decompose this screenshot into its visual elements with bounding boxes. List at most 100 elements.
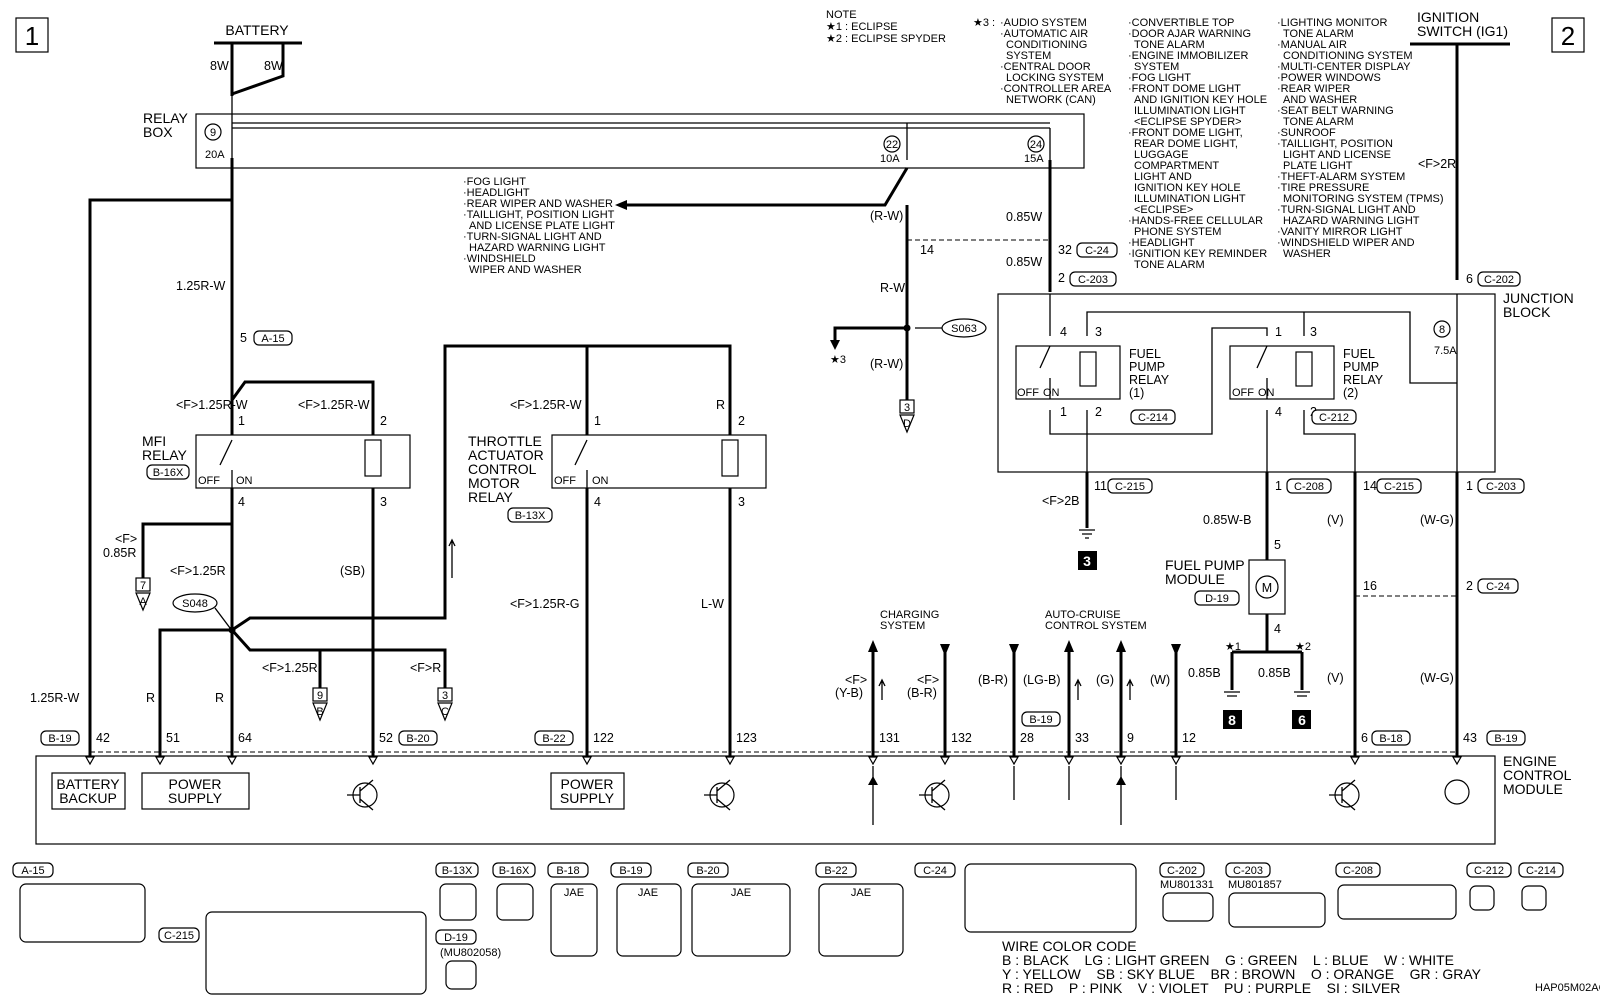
loads-list-line: ·REAR WIPER AND WASHER (463, 198, 613, 210)
ecm-pin-label: 51 (166, 731, 180, 745)
cruise-wires (1012, 648, 1178, 756)
charging-label1: CHARGING (880, 609, 939, 621)
ecm-pin-terminal (867, 756, 879, 766)
connector-tag (158, 927, 200, 943)
star3-col3-line: ·MANUAL AIR (1277, 39, 1347, 51)
c202-tag (1477, 271, 1521, 287)
transistor-leads (919, 779, 946, 811)
fp2-coil (1295, 351, 1313, 387)
d3-letter: D (903, 418, 911, 430)
loads-wire (625, 167, 909, 207)
c202-face (1162, 892, 1214, 922)
b20-face (691, 883, 791, 957)
r2-label: R (215, 691, 224, 705)
star3-col2-line: ·FOG LIGHT (1128, 72, 1191, 84)
fp1-conn-tag (1130, 409, 1176, 425)
fp2-switch (1256, 345, 1268, 399)
charging-arrow-down (940, 644, 950, 656)
battery-backup-box (51, 772, 126, 810)
b19-jae-label: JAE (638, 887, 658, 899)
star3-col3-line: WASHER (1283, 248, 1331, 260)
r1-label: R (146, 691, 155, 705)
fp-relay2 (1229, 345, 1335, 400)
s048-text: S048 (182, 598, 208, 610)
battery-wires (230, 43, 285, 96)
star3-head: ★3 : (973, 17, 995, 29)
power-supply-2a: POWER (561, 776, 614, 792)
ecm-b20: B-20 (406, 733, 429, 745)
mfi-off: OFF (198, 475, 220, 487)
c208-tag-text: C-208 (1294, 481, 1324, 493)
relay-box-label1: RELAY (143, 110, 189, 126)
tac-label4: MOTOR (468, 475, 520, 491)
b9-num: 9 (317, 690, 323, 702)
mfi-conn: B-16X (153, 467, 184, 479)
c24-tag-text: C-24 (1085, 245, 1109, 257)
fp1-coil (1079, 351, 1097, 387)
c215-tag1-text: C-215 (1115, 481, 1145, 493)
star3-col2-line: LUGGAGE (1134, 149, 1188, 161)
c24-face (964, 863, 1137, 933)
ecm-b18-tag (1371, 730, 1411, 746)
star3-col1-line: LOCKING SYSTEM (1006, 72, 1104, 84)
fp1-on: ON (1043, 387, 1060, 399)
cruise-arrow1 (1009, 644, 1019, 656)
power-supply-box-2 (550, 772, 625, 810)
loads-list-line: ·FOG LIGHT (463, 176, 526, 188)
pump-ground-wires (1230, 614, 1304, 690)
ecm-pin-terminal (84, 756, 96, 766)
transistor-leads (1329, 779, 1356, 811)
g085b-2: 0.85B (1258, 666, 1291, 680)
star3-col2-line: ILLUMINATION LIGHT (1134, 193, 1246, 205)
a15-tag (253, 330, 293, 346)
to-c3-wire (250, 648, 447, 688)
mfi-in1: <F>1.25R-W (176, 398, 248, 412)
charging-arrow-up (868, 640, 878, 652)
charging-label2: SYSTEM (880, 620, 925, 632)
c24-tag (1076, 242, 1118, 258)
ground6-badge (1292, 710, 1311, 729)
connector-tag-text: B-20 (696, 865, 719, 877)
ecm-pin-terminal (154, 756, 166, 766)
f085r-a: <F> (115, 532, 137, 546)
br-b: (B-R) (907, 686, 937, 700)
pump-pin4: 4 (1274, 622, 1281, 636)
power-supply-1a: POWER (169, 776, 222, 792)
ecm-b18: B-18 (1379, 733, 1402, 745)
c24-tag2 (1477, 578, 1519, 594)
ecm-pin-terminal (939, 756, 951, 766)
jb-fuse-num: 8 (1439, 324, 1445, 336)
star3-col1-line: ·CONTROLLER AREA (1000, 83, 1112, 95)
ecm-pin-terminal (1063, 756, 1075, 766)
c208-face (1337, 884, 1457, 920)
connector-tag-text: C-203 (1233, 865, 1263, 877)
connector-tag (687, 862, 729, 878)
cruise-b19-tag (1021, 711, 1061, 727)
rw-label1: (R-W) (870, 209, 903, 223)
connector-tag (547, 862, 589, 878)
ground-symbols (1224, 691, 1310, 697)
loads-list-line: ·TURN-SIGNAL LIGHT AND (463, 231, 602, 243)
tac-p4: 4 (594, 495, 601, 509)
d3-box (899, 399, 915, 414)
a15-tag-text: A-15 (261, 333, 284, 345)
b18-face (550, 883, 598, 957)
b9-box (312, 687, 328, 702)
v-label2: (V) (1327, 671, 1344, 685)
pump-motor-m: M (1262, 581, 1272, 595)
ecm-internal-lines (872, 766, 1177, 825)
connector-tag-text: C-202 (1167, 865, 1197, 877)
battery-backup-1: BATTERY (56, 776, 120, 792)
tac-p1: 1 (594, 414, 601, 428)
ecm-pin-label: 52 (379, 731, 393, 745)
battery-wire1: 8W (210, 59, 229, 73)
power-supply-1b: SUPPLY (168, 790, 223, 806)
br-a: <F> (917, 673, 939, 687)
tac-label3: CONTROL (468, 461, 537, 477)
c203-face (1228, 892, 1326, 928)
star3-col2-line: IGNITION KEY HOLE (1134, 182, 1241, 194)
a7-box (135, 577, 151, 592)
sb-label: (SB) (340, 564, 365, 578)
v-label1: (V) (1327, 513, 1344, 527)
